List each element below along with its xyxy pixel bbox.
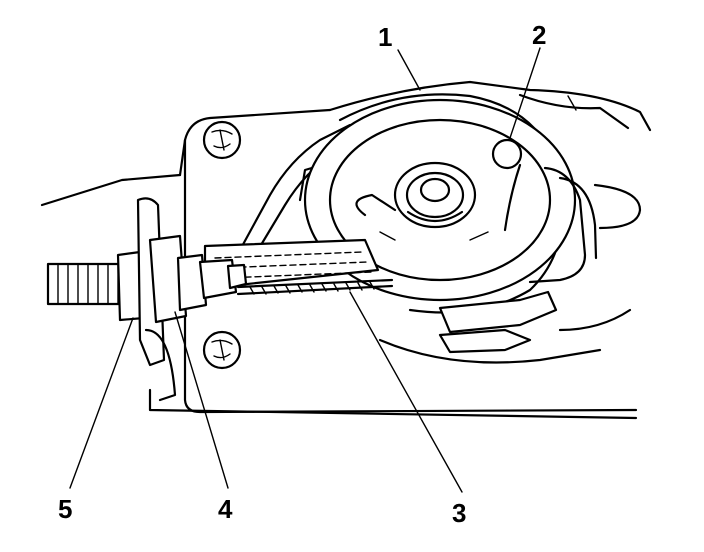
cable-sheath bbox=[203, 238, 394, 296]
callout-3: 3 bbox=[452, 498, 466, 528]
callout-4: 4 bbox=[218, 494, 233, 524]
callout-labels: 1 2 3 4 5 bbox=[58, 20, 546, 528]
callout-1: 1 bbox=[378, 22, 392, 52]
callout-5: 5 bbox=[58, 494, 72, 524]
adjuster-assembly bbox=[46, 197, 248, 402]
leader-lines bbox=[69, 47, 541, 493]
bottom-screw bbox=[202, 330, 242, 370]
right-bracket bbox=[438, 166, 642, 354]
housing-outline bbox=[40, 80, 652, 420]
ball-detent bbox=[491, 138, 523, 170]
callout-2: 2 bbox=[532, 20, 546, 50]
top-screw bbox=[202, 120, 242, 160]
